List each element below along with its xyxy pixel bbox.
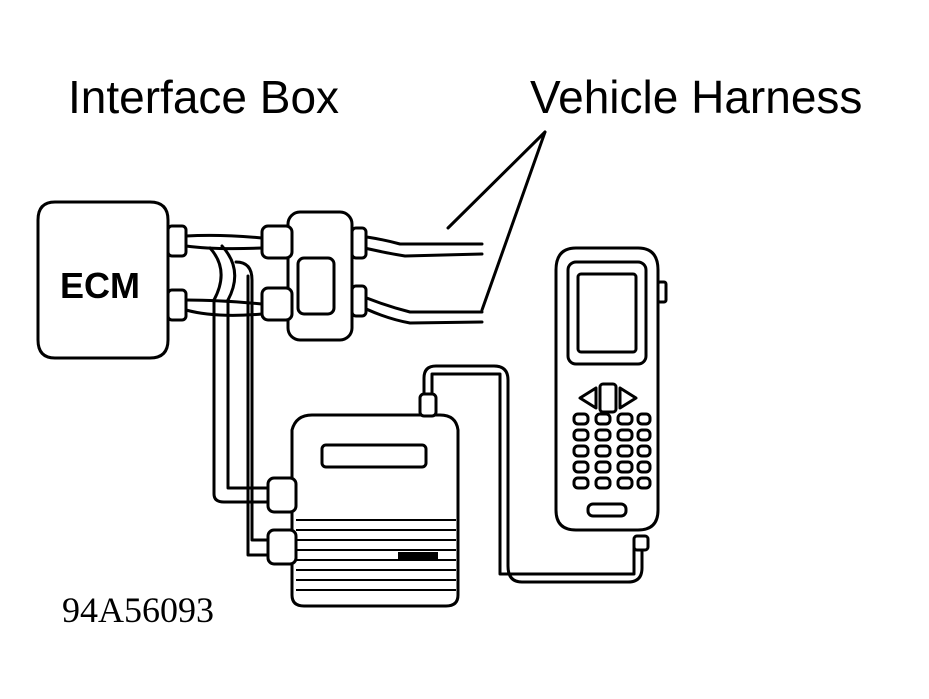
interface-box-label: Interface Box [68,71,340,123]
tester-cable [422,364,644,584]
interface-box [260,210,368,342]
tester-keypad [572,412,652,518]
interface-to-module-cables [212,260,274,557]
diagnostic-interface-module [266,392,460,608]
vehicle-harness-label: Vehicle Harness [530,71,863,123]
hand-held-tester [554,246,668,552]
ecm-label: ECM [60,265,140,306]
ecm-module [36,200,188,360]
vehicle-harness-pointer [446,130,547,312]
vehicle-harness-cables [350,233,484,325]
figure-reference-number: 94A56093 [62,590,214,630]
